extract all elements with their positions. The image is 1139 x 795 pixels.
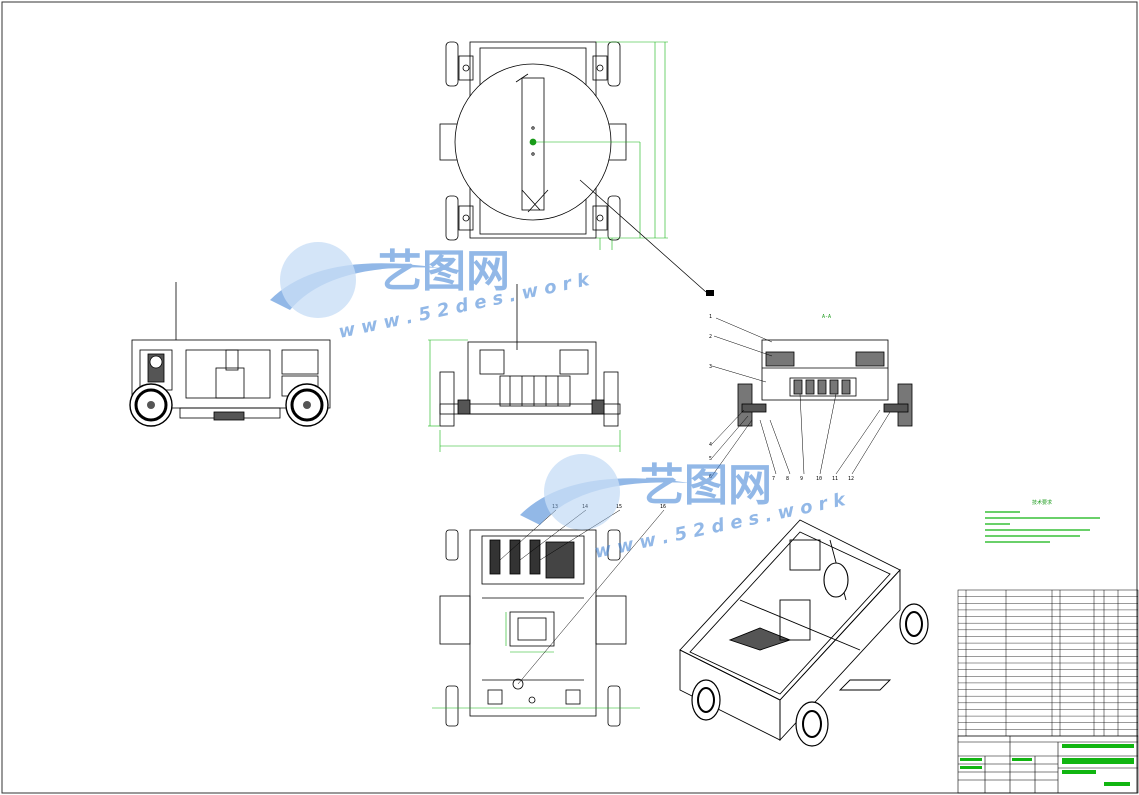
left-wheel-front [129, 383, 173, 427]
svg-text:艺图网: 艺图网 [640, 460, 772, 511]
notes-title: 技术要求 [1032, 499, 1052, 506]
watermark-1: 艺图网 w w w . 5 2 d e s . w o r k [270, 242, 592, 343]
svg-text:9: 9 [800, 476, 803, 482]
svg-text:15: 15 [616, 504, 622, 510]
title-block-fills [960, 744, 1134, 786]
iso-wheel-2 [795, 701, 829, 747]
svg-text:艺图网: 艺图网 [378, 246, 510, 297]
svg-text:14: 14 [582, 504, 588, 510]
svg-text:10: 10 [816, 476, 822, 482]
bottom-view-callouts [499, 509, 665, 685]
svg-text:11: 11 [832, 476, 838, 482]
iso-wheel-3 [899, 603, 929, 645]
svg-text:16: 16 [660, 504, 666, 510]
left-wheel-rear [285, 383, 329, 427]
section-view [737, 339, 913, 427]
section-leader-line [579, 179, 707, 293]
section-callouts [711, 317, 891, 477]
svg-text:12: 12 [848, 476, 854, 482]
svg-text:4: 4 [709, 442, 712, 448]
bottom-view-dimensions [432, 612, 640, 709]
top-view [439, 41, 627, 241]
iso-wheel-1 [691, 679, 721, 721]
title-block [957, 735, 1139, 794]
section-label: A-A [822, 314, 831, 320]
svg-text:1: 1 [709, 314, 712, 320]
technical-notes [985, 511, 1100, 543]
section-callout-labels: 1 2 3 4 5 6 7 8 9 10 11 12 [709, 314, 854, 482]
top-view-dimensions [533, 41, 668, 250]
bom-rows [958, 596, 1138, 730]
svg-text:8: 8 [786, 476, 789, 482]
svg-text:3: 3 [709, 364, 712, 370]
bottom-view [439, 529, 627, 727]
svg-text:6: 6 [709, 474, 712, 480]
isometric-view [679, 519, 901, 742]
section-marker-box [706, 290, 714, 296]
front-view [439, 284, 621, 427]
svg-text:5: 5 [709, 456, 712, 462]
svg-text:7: 7 [772, 476, 775, 482]
iso-wheel-4 [823, 562, 849, 598]
svg-text:2: 2 [709, 334, 712, 340]
front-view-dimensions [428, 339, 621, 452]
